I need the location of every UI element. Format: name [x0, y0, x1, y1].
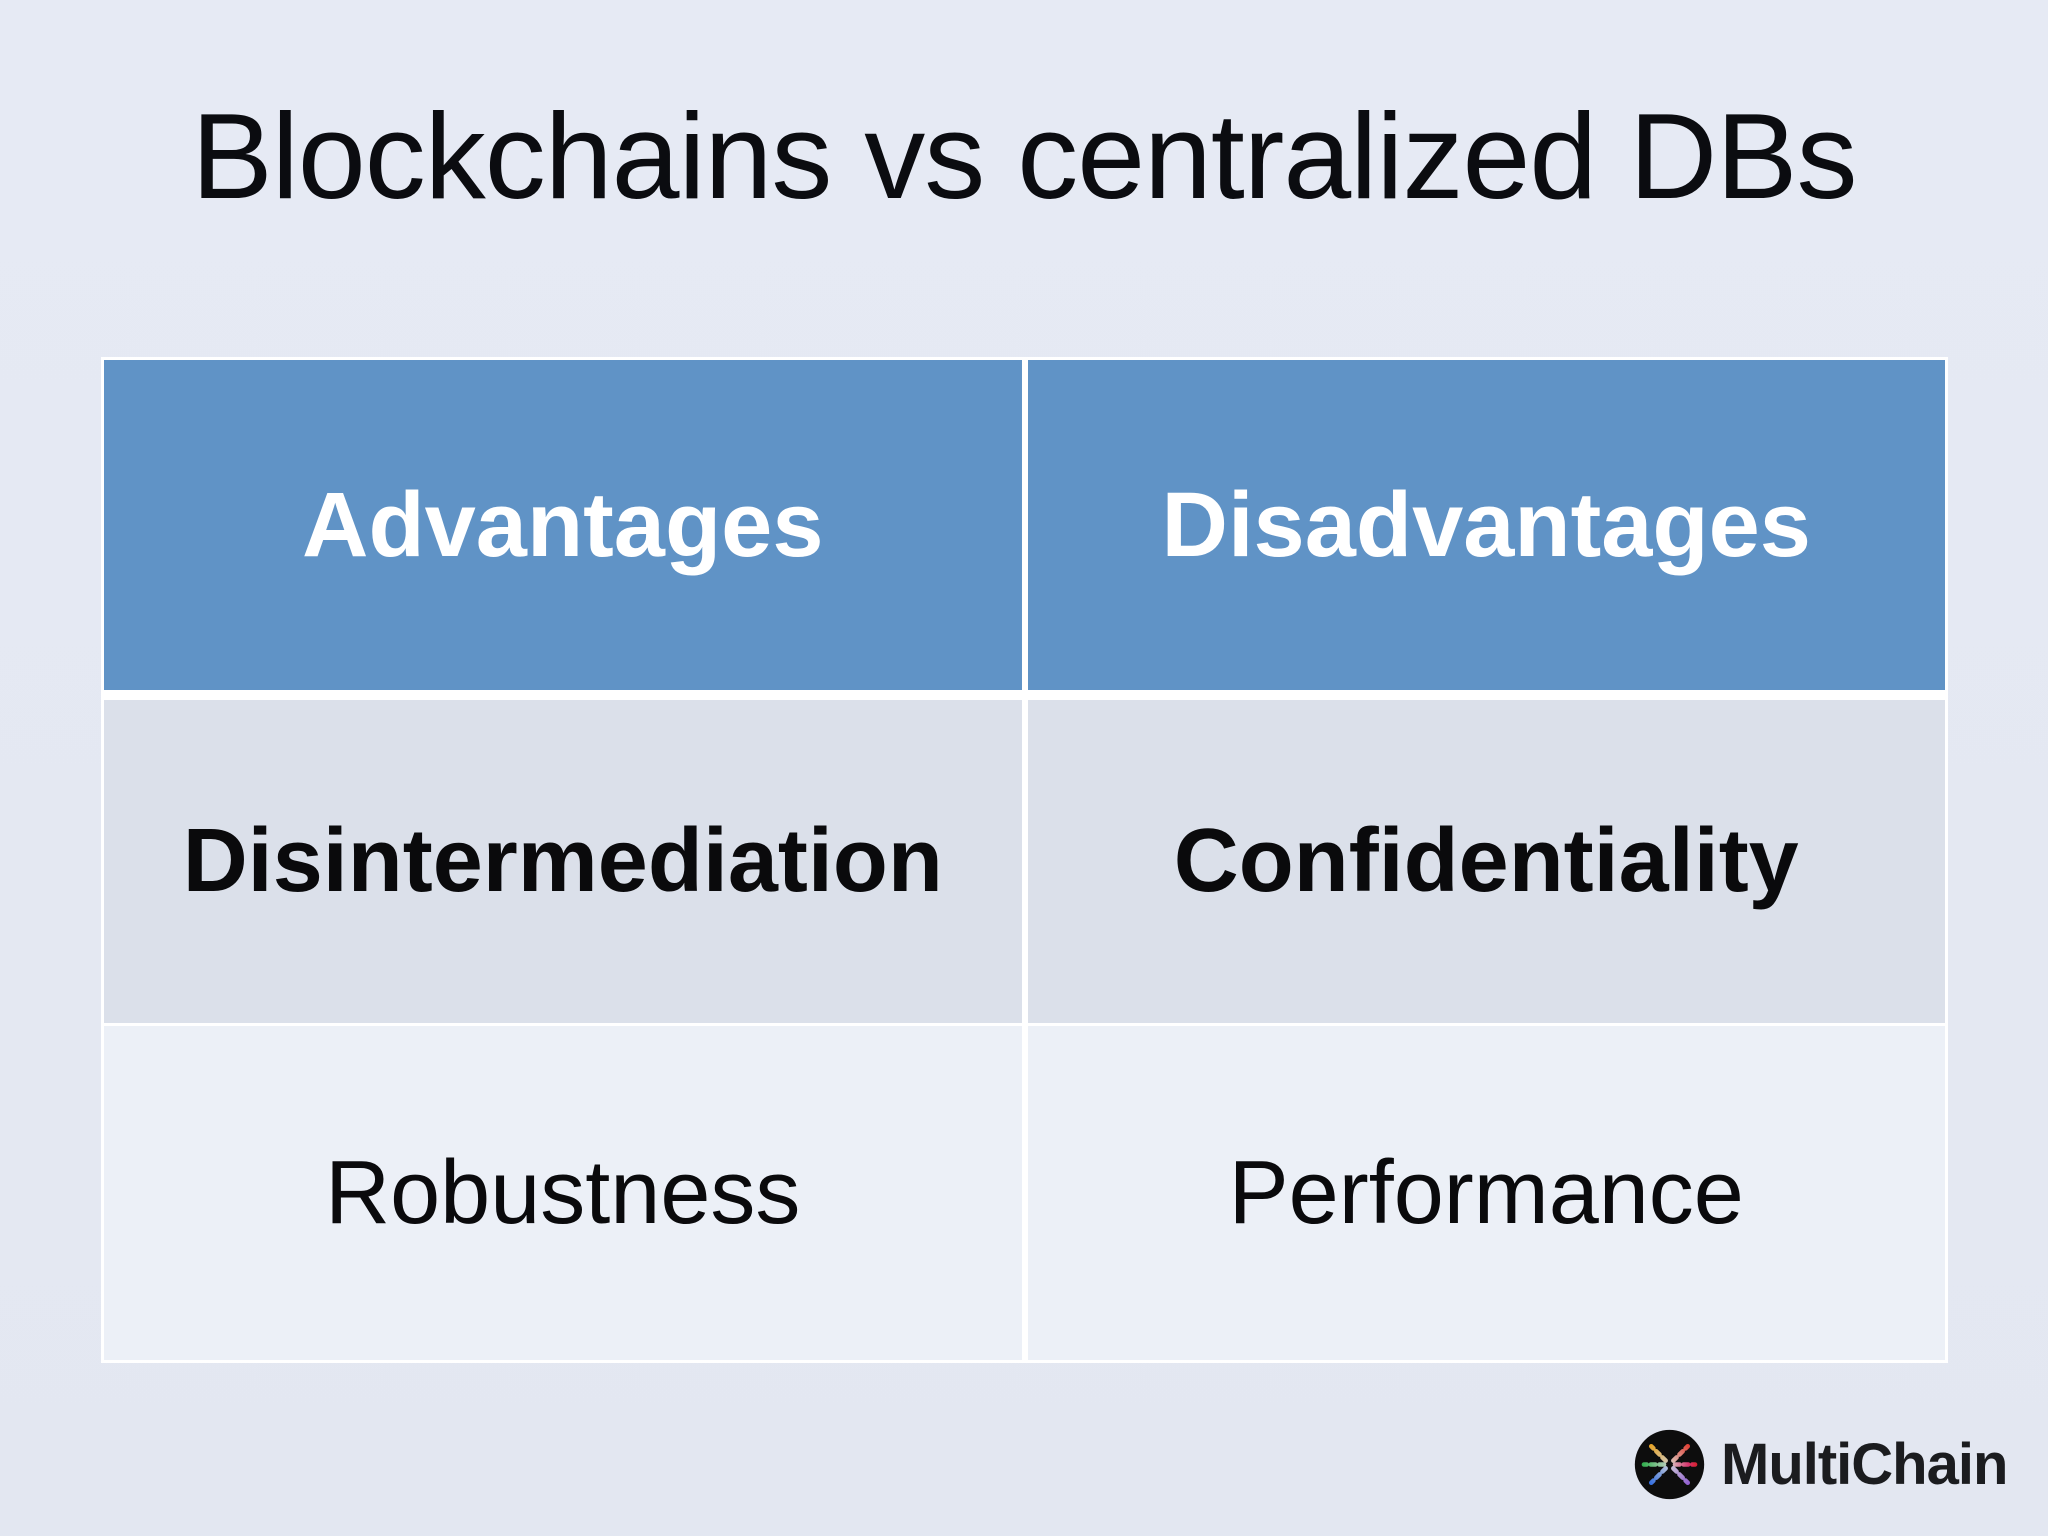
header-divider	[104, 690, 1945, 700]
row-divider	[104, 1023, 1945, 1026]
multichain-logo: MultiChain	[1633, 1428, 2008, 1501]
table-row: Disintermediation Confidentiality	[104, 700, 1945, 1023]
comparison-table: Advantages Disadvantages Disintermediati…	[101, 357, 1948, 1363]
table-row: Robustness Performance	[104, 1026, 1945, 1360]
cell-performance: Performance	[1027, 1026, 1945, 1360]
table-header-row: Advantages Disadvantages	[104, 360, 1945, 690]
multichain-asterisk-icon	[1634, 1429, 1705, 1500]
cell-confidentiality: Confidentiality	[1027, 700, 1945, 1023]
header-cell-advantages: Advantages	[104, 360, 1022, 690]
multichain-wordmark: MultiChain	[1721, 1432, 2008, 1497]
cell-robustness: Robustness	[104, 1026, 1022, 1360]
slide-title: Blockchains vs centralized DBs	[191, 88, 1857, 224]
header-cell-disadvantages: Disadvantages	[1027, 360, 1945, 690]
cell-disintermediation: Disintermediation	[104, 700, 1022, 1023]
